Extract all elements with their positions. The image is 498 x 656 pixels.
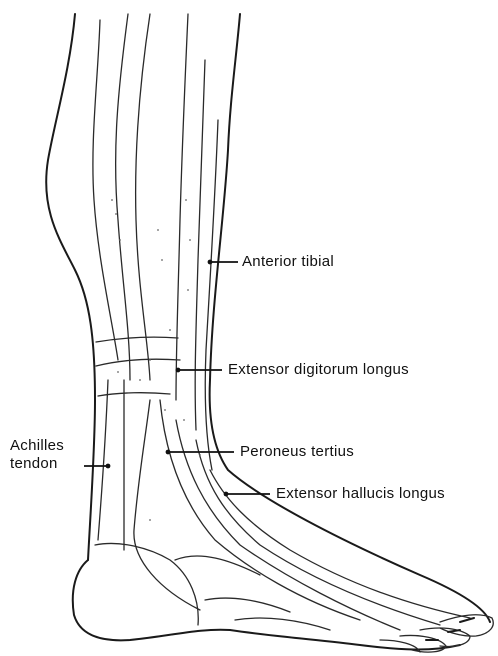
retinaculum-band	[96, 337, 178, 342]
label-extensor-digitorum-longus: Extensor digitorum longus	[228, 361, 409, 378]
label-peroneus-tertius: Peroneus tertius	[240, 443, 354, 460]
leader-dot	[166, 450, 171, 455]
muscle-line	[195, 60, 205, 430]
toe-nail	[460, 618, 474, 622]
muscle-line	[176, 14, 188, 400]
leg-back-outline	[46, 14, 95, 560]
label-achilles-line1: Achilles	[10, 437, 64, 454]
muscle-line	[136, 14, 150, 380]
muscle-line	[116, 14, 130, 380]
label-extensor-hallucis-longus: Extensor hallucis longus	[276, 485, 445, 502]
tendon-line	[160, 400, 360, 620]
leader-dot	[106, 464, 111, 469]
leg-front-outline	[210, 14, 490, 622]
retinaculum-band	[98, 393, 170, 396]
retinaculum-band	[96, 359, 180, 366]
foot-bone	[175, 556, 260, 575]
label-achilles-line2: tendon	[10, 455, 58, 472]
leader-dot	[224, 492, 229, 497]
leader-dot	[208, 260, 213, 265]
foot-bone	[205, 598, 290, 612]
toe-nail	[448, 630, 460, 632]
muscle-line	[93, 20, 118, 360]
achilles-tendon-line	[98, 380, 108, 540]
foot-bone	[95, 543, 198, 625]
tendon-line	[196, 440, 440, 625]
leader-dot	[176, 368, 181, 373]
label-anterior-tibial: Anterior tibial	[242, 253, 334, 270]
foot-bone	[235, 618, 330, 630]
